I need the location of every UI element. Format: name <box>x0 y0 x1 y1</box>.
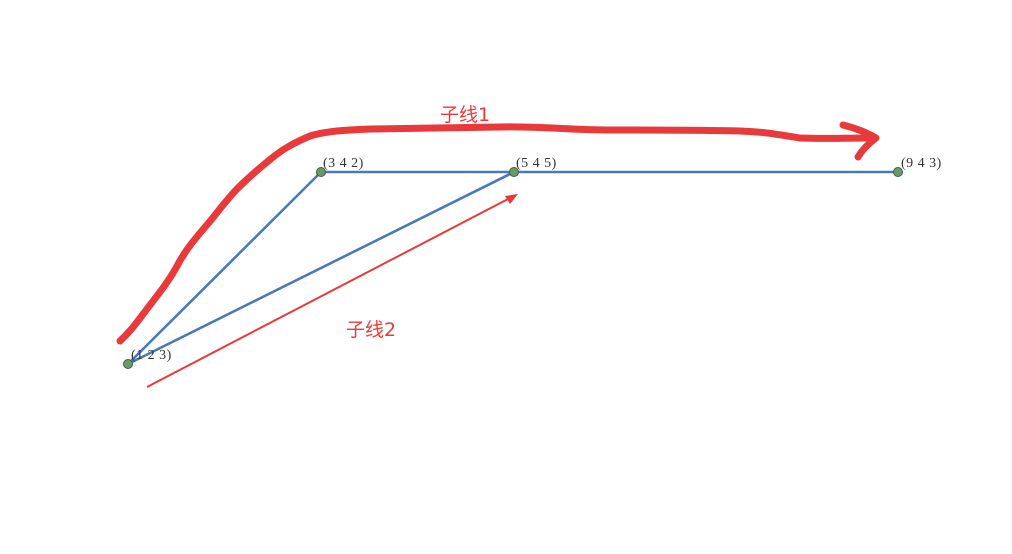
point-3 <box>509 167 519 177</box>
segment-p1-p3 <box>126 170 516 366</box>
point-label-3: (5 4 5) <box>516 156 557 171</box>
subline1-label: 子线1 <box>440 104 490 126</box>
point-2 <box>316 167 326 177</box>
subline1-arrowhead <box>839 121 880 161</box>
point-label-2: (3 4 2) <box>323 156 364 171</box>
point-label-1: (1 2 3) <box>131 348 172 363</box>
subline2-label: 子线2 <box>346 319 396 341</box>
segment-p1-p2 <box>126 170 323 366</box>
points <box>123 167 903 369</box>
subline2-arrow <box>146 194 518 388</box>
point-4 <box>893 167 903 177</box>
point-1 <box>123 359 133 369</box>
subline2-arrow-shaft <box>146 197 511 388</box>
subline1-arrow-path <box>116 123 876 345</box>
polyline-segments <box>126 170 900 366</box>
point-labels: (1 2 3) (3 4 2) (5 4 5) (9 4 3) <box>131 156 942 363</box>
point-label-4: (9 4 3) <box>901 156 942 171</box>
subline2-arrowhead <box>505 194 518 204</box>
subline1-arrow <box>116 121 880 345</box>
